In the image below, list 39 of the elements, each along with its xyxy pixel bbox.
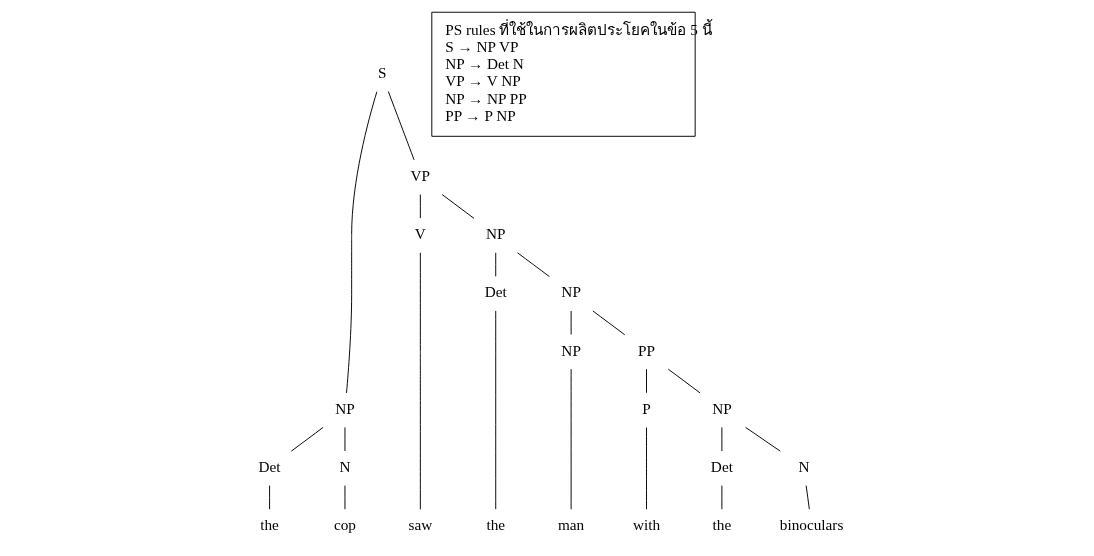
node-text: N xyxy=(338,457,350,475)
node-text: N xyxy=(797,457,809,475)
connector xyxy=(268,485,270,510)
connector xyxy=(645,427,647,510)
connector xyxy=(494,252,496,277)
connector xyxy=(290,426,324,452)
node-text: NP xyxy=(334,399,355,417)
node-text: the xyxy=(712,516,731,534)
node-text: NP xyxy=(560,341,581,359)
node-text: S xyxy=(377,63,386,81)
node-text: Det xyxy=(258,457,281,475)
node-text: NP xyxy=(560,283,581,301)
node-text: Det xyxy=(710,457,733,475)
node-text: VP xyxy=(410,166,430,184)
node-text: NP xyxy=(485,225,505,243)
connector xyxy=(419,194,421,219)
node-text: with xyxy=(632,516,660,534)
connector xyxy=(645,368,647,394)
node-text: man xyxy=(557,516,584,534)
connector xyxy=(441,194,474,219)
connector xyxy=(744,426,781,452)
connector xyxy=(805,485,810,510)
node-text: cop xyxy=(333,516,356,534)
connector xyxy=(494,310,496,510)
connector xyxy=(387,91,415,161)
node-text: V xyxy=(414,225,426,243)
node-text: the xyxy=(259,516,279,534)
connector xyxy=(516,252,550,277)
node-text: the xyxy=(485,516,505,534)
node-text: Det xyxy=(484,283,507,301)
node-text: PP xyxy=(637,341,655,359)
node-text: NP xyxy=(711,399,732,417)
node-text: P xyxy=(641,399,651,417)
node-text: binoculars xyxy=(779,516,843,534)
node-text: saw xyxy=(407,516,432,534)
connector xyxy=(345,91,377,394)
connector xyxy=(591,310,625,336)
connector xyxy=(667,368,701,394)
connector xyxy=(419,252,421,510)
